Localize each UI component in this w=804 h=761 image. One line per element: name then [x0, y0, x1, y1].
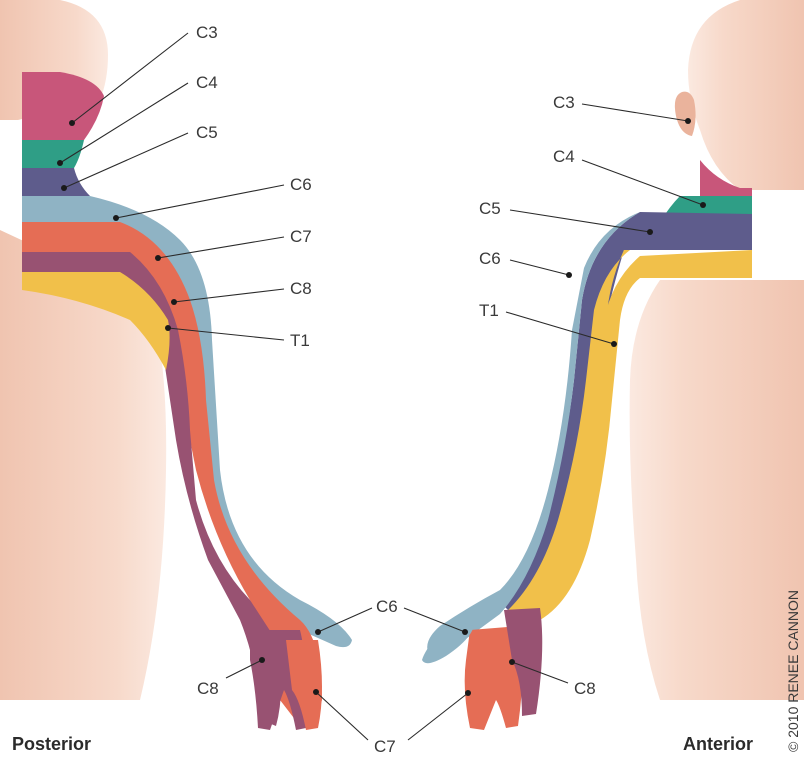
anterior-t1-label: T1 — [479, 301, 499, 320]
posterior-c4-label: C4 — [196, 73, 218, 92]
anterior-c5-label: C5 — [479, 199, 501, 218]
hand-c7-label: C7 — [374, 737, 396, 756]
posterior-c5-zone — [22, 168, 90, 196]
posterior-view-label: Posterior — [12, 734, 91, 754]
posterior-c6-label: C6 — [290, 175, 312, 194]
posterior-figure — [0, 0, 352, 730]
posterior-t1-label: T1 — [290, 331, 310, 350]
posterior-c3-label: C3 — [196, 23, 218, 42]
anterior-c6-label: C6 — [479, 249, 501, 268]
posterior-hand-c8-label: C8 — [197, 679, 219, 698]
anterior-c4-label: C4 — [553, 147, 575, 166]
posterior-c7-label: C7 — [290, 227, 312, 246]
anterior-c3-label: C3 — [553, 93, 575, 112]
hand-c6-label: C6 — [376, 597, 398, 616]
anterior-hand-c8-label: C8 — [574, 679, 596, 698]
copyright-notice: © 2010 RENEE CANNON — [785, 590, 801, 752]
posterior-c8-label: C8 — [290, 279, 312, 298]
anterior-torso — [630, 280, 804, 700]
anterior-ear — [675, 92, 696, 136]
anterior-view-label: Anterior — [683, 734, 753, 754]
anterior-head — [688, 0, 804, 190]
posterior-c5-label: C5 — [196, 123, 218, 142]
